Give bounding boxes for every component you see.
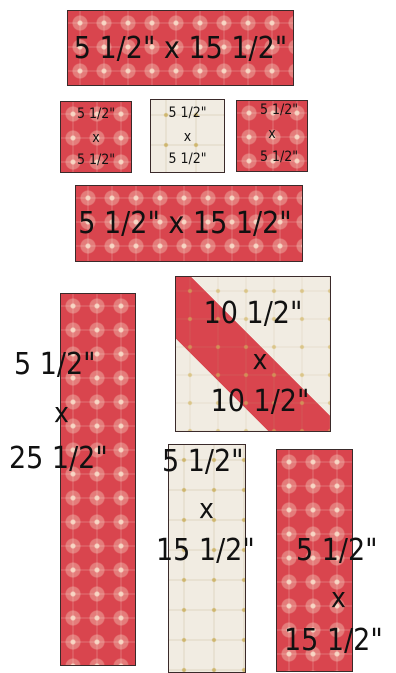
square-dim-line3: 5 1/2" — [61, 153, 131, 167]
right-strip-dim-x: x — [331, 584, 346, 612]
tall-strip-dim-line1: 5 1/2" — [14, 350, 96, 380]
half-square-triangle-block: 10 1/2" x 10 1/2" — [175, 276, 331, 432]
right-strip-dim-line3: 15 1/2" — [284, 626, 383, 656]
strip-dimension-label: 5 1/2" x 15 1/2" — [68, 34, 293, 64]
fabric-strip-second: 5 1/2" x 15 1/2" — [75, 185, 303, 262]
square-dim-line1: 5 1/2" — [251, 103, 307, 117]
square-dim-x: x — [151, 130, 224, 144]
hst-dim-line3: 10 1/2" — [190, 387, 330, 417]
square-dim-x: x — [237, 127, 307, 141]
square-dim-x: x — [61, 131, 131, 145]
square-dim-line1: 5 1/2" — [151, 106, 224, 120]
tall-strip-dim-line3: 25 1/2" — [9, 444, 108, 474]
right-strip-dim-line1: 5 1/2" — [296, 536, 378, 566]
fabric-square-small-left: 5 1/2" x 5 1/2" — [60, 101, 132, 173]
cream-strip-dim-x: x — [199, 495, 214, 523]
tall-strip-dim-x: x — [54, 399, 69, 427]
fabric-square-small-mid: 5 1/2" x 5 1/2" — [150, 99, 225, 173]
cream-strip-dim-line1: 5 1/2" — [162, 447, 244, 477]
hst-dim-x: x — [190, 346, 330, 374]
fabric-strip-top: 5 1/2" x 15 1/2" — [67, 10, 294, 86]
strip-dimension-label: 5 1/2" x 15 1/2" — [68, 209, 302, 239]
square-dim-line3: 5 1/2" — [151, 152, 224, 166]
square-dim-line1: 5 1/2" — [61, 107, 131, 121]
square-dim-line3: 5 1/2" — [251, 150, 307, 164]
cream-strip-dim-line3: 15 1/2" — [156, 536, 255, 566]
hst-dim-line1: 10 1/2" — [176, 299, 330, 329]
fabric-square-small-right: 5 1/2" x 5 1/2" — [236, 100, 308, 172]
